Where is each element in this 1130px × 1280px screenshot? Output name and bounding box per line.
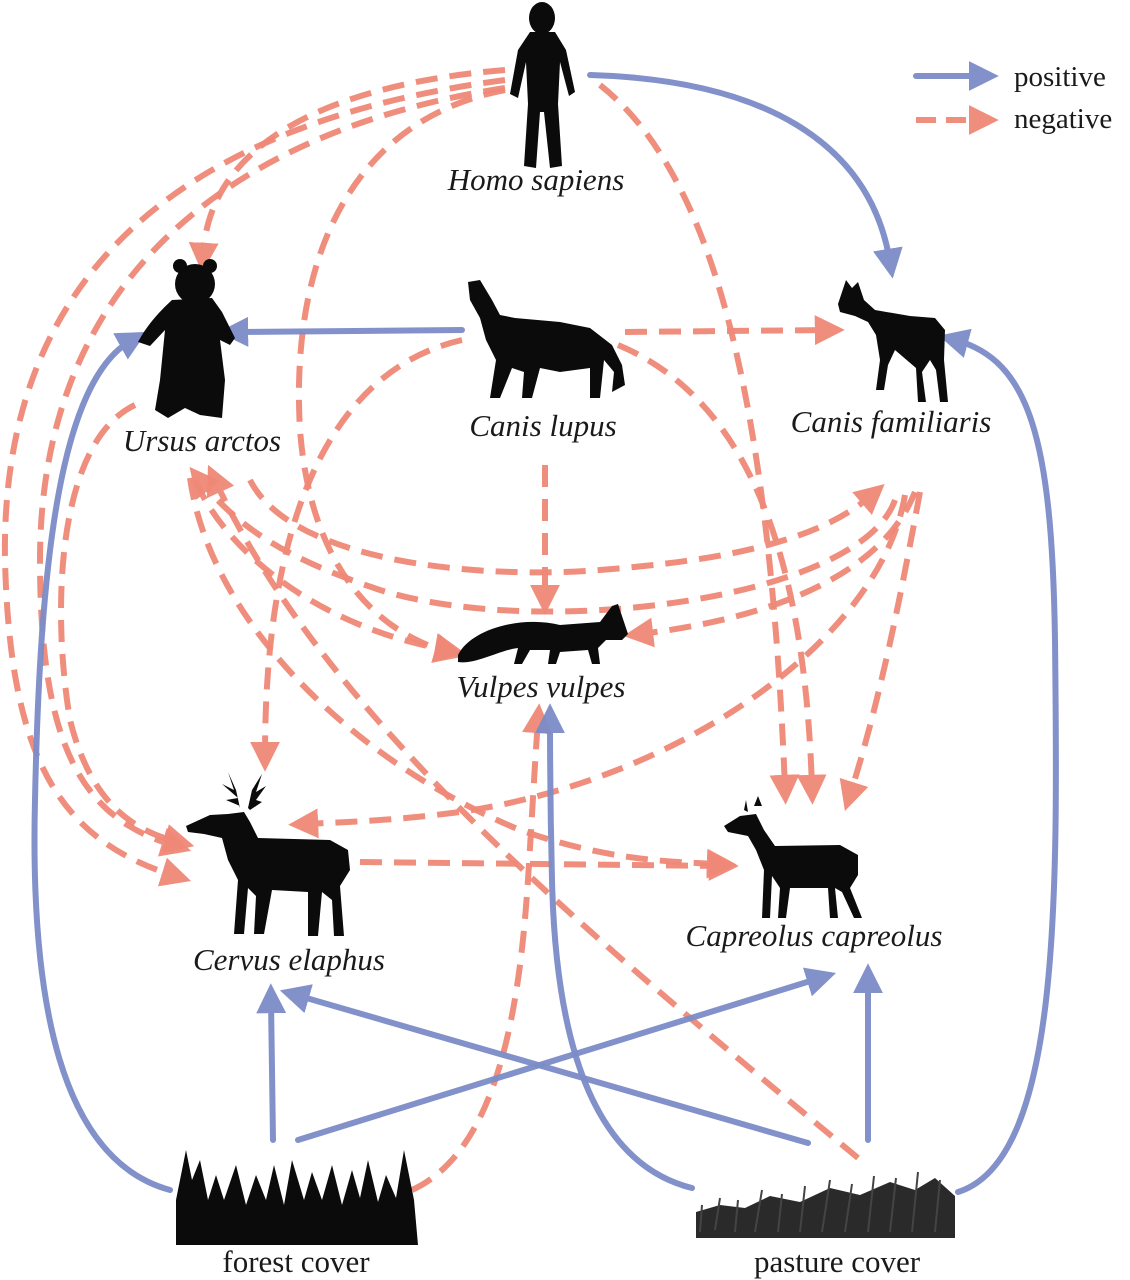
- edge-forest-vulpes: [410, 703, 552, 1193]
- dog-silhouette-icon: [838, 280, 948, 402]
- edge-forest-capreolus: [295, 967, 837, 1143]
- edge-ursus-cervus: [58, 402, 195, 854]
- positive-edges: [31, 72, 1059, 1195]
- edge-familiaris-ursus: [189, 466, 898, 615]
- edge-familiaris-cervus: [288, 494, 908, 839]
- edge-homo-capreolus: [598, 82, 800, 805]
- edge-lupus-ursus: [218, 316, 465, 347]
- edge-homo-cervus-inner: [36, 85, 506, 857]
- node-label-capreolus: Capreolus capreolus: [686, 918, 943, 953]
- edge-homo-familiaris: [587, 72, 903, 279]
- edge-homo-ursus: [188, 67, 506, 273]
- edge-pasture-cervus: [279, 984, 811, 1146]
- edge-pasture-ursus: [206, 464, 860, 1161]
- wolf-silhouette-icon: [468, 280, 625, 398]
- node-label-ursus: Ursus arctos: [123, 423, 281, 458]
- edge-lupus-cervus: [250, 337, 463, 772]
- legend-positive-label: positive: [1014, 61, 1106, 93]
- edge-pasture-familiaris: [938, 328, 1059, 1195]
- node-label-homo: Homo sapiens: [447, 162, 625, 197]
- edge-homo-vulpes: [296, 87, 506, 663]
- node-label-lupus: Canis lupus: [469, 408, 616, 443]
- edge-ursus-familiaris: [247, 478, 885, 576]
- human-silhouette-icon: [510, 2, 575, 168]
- node-label-pasture: pasture cover: [754, 1244, 921, 1279]
- node-label-forest: forest cover: [222, 1244, 370, 1279]
- bear-silhouette-icon: [138, 259, 235, 418]
- legend-negative-label: negative: [1014, 103, 1112, 135]
- grass-icon: [696, 1171, 955, 1238]
- edge-familiaris-vulpes: [623, 490, 918, 648]
- legend: positive negative: [913, 61, 1112, 135]
- edge-cervus-capreolus: [359, 850, 739, 881]
- node-label-familiaris: Canis familiaris: [791, 404, 992, 439]
- forest-trees-icon: [176, 1150, 418, 1245]
- edge-familiaris-capreolus-1: [839, 491, 923, 812]
- edge-lupus-capreolus: [616, 342, 827, 805]
- red-deer-silhouette-icon: [186, 772, 350, 936]
- edge-forest-ursus: [31, 331, 173, 1193]
- edge-forest-cervus: [256, 983, 287, 1143]
- node-label-vulpes: Vulpes vulpes: [456, 669, 625, 704]
- edge-pasture-vulpes: [535, 703, 695, 1191]
- node-label-cervus: Cervus elaphus: [193, 942, 385, 977]
- fox-silhouette-icon: [458, 604, 628, 664]
- roe-deer-silhouette-icon: [724, 796, 862, 918]
- edge-homo-cervus-outer: [1, 77, 506, 887]
- edge-ursus-capreolus: [187, 477, 737, 879]
- edge-lupus-familiaris: [624, 315, 845, 346]
- edge-ursus-vulpes: [192, 478, 465, 663]
- negative-edges: [1, 67, 923, 1193]
